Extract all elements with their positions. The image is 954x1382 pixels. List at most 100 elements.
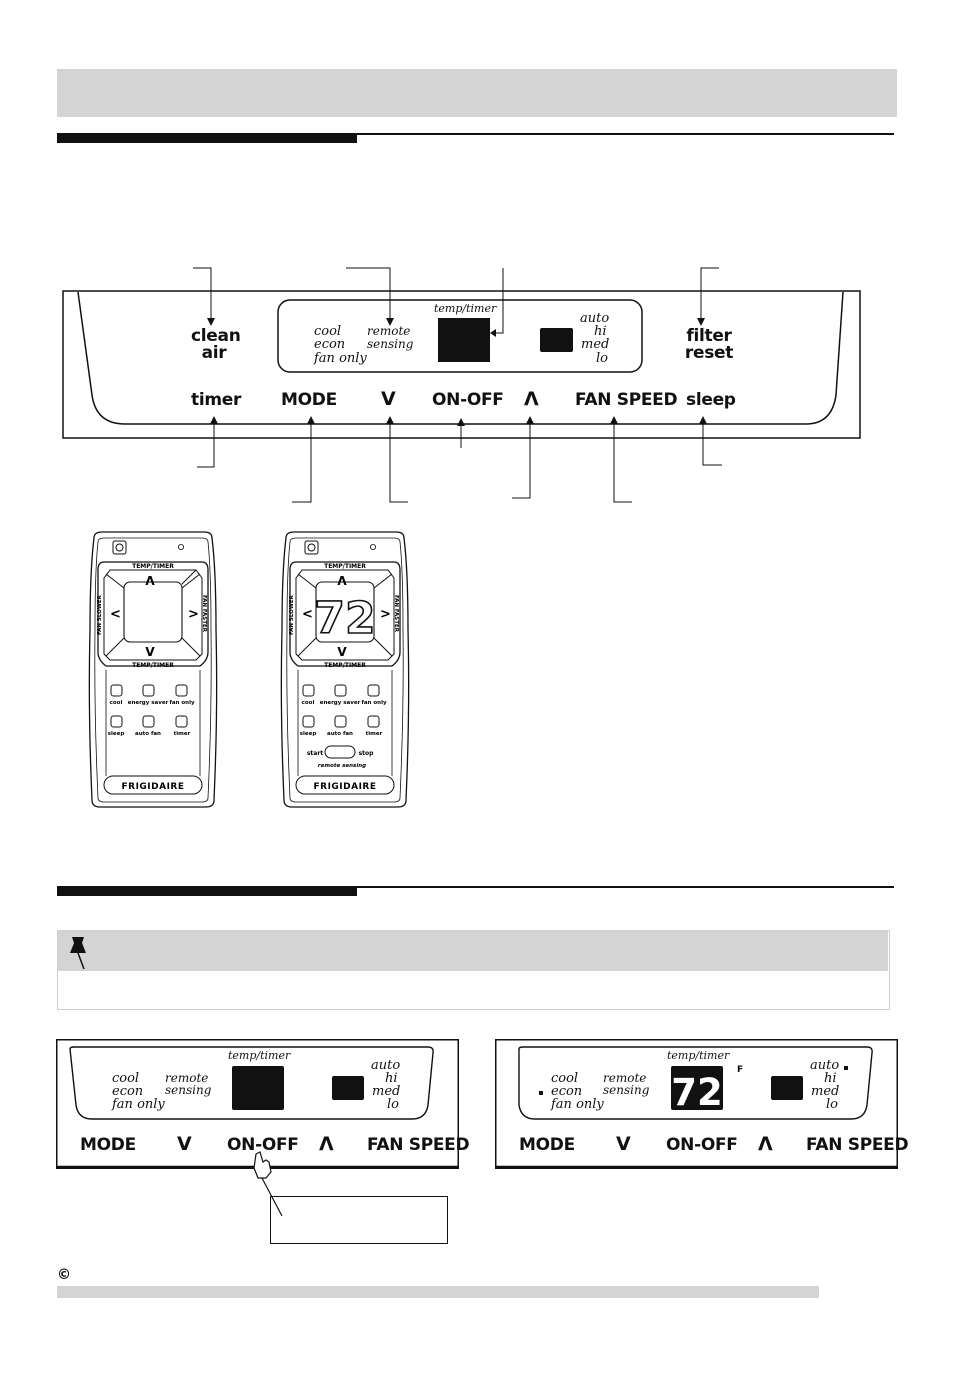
on-off-button[interactable]: ON-OFF (432, 390, 504, 410)
off-temp-timer: temp/timer (228, 1049, 291, 1062)
mode-cool: cool (314, 324, 342, 339)
filter-reset-label: filter reset (684, 326, 734, 363)
remote2-cool-button[interactable]: cool (302, 700, 315, 706)
off-mode-cool: cool (112, 1071, 140, 1086)
panel-off-drawing (56, 1039, 459, 1169)
on-fan-speed-button[interactable]: FAN SPEED (806, 1135, 909, 1155)
panel-off: temp/timer cool econ fan only remote sen… (56, 1039, 470, 1169)
off-fan-hi: hi (385, 1071, 398, 1086)
clean-air-label: clean air (191, 326, 241, 363)
remote-start-label: start (307, 750, 323, 757)
remote2-energy-saver-button[interactable]: energy saver (320, 700, 361, 706)
sleep-button[interactable]: sleep (686, 390, 736, 410)
on-temp-display: 72 (671, 1071, 723, 1114)
remote-timer-button[interactable]: timer (174, 731, 191, 737)
remote2-fan-only-button[interactable]: fan only (361, 700, 387, 706)
fan-med: med (581, 337, 610, 352)
remote-sensing-caption: remote sensing (318, 763, 366, 769)
on-temp-timer: temp/timer (667, 1049, 730, 1062)
remote-auto-fan-button[interactable]: auto fan (135, 731, 161, 737)
temp-timer-label: temp/timer (434, 302, 497, 315)
panel-on-drawing: 72 (495, 1039, 898, 1169)
off-fan-med: med (372, 1084, 401, 1099)
off-fan-lo: lo (387, 1097, 399, 1112)
remote-basic: TEMP/TIMER TEMP/TIMER Λ V < > FAN SLOWER… (86, 530, 220, 810)
remote-cool-button[interactable]: cool (110, 700, 123, 706)
on-down-button[interactable]: V (616, 1133, 631, 1155)
remote2-down-arrow[interactable]: V (337, 645, 347, 659)
remote2-timer-button[interactable]: timer (366, 731, 383, 737)
pushpin-icon (70, 937, 86, 970)
on-mode-fan-only: fan only (551, 1097, 604, 1112)
remote-temp-timer-bottom: TEMP/TIMER (132, 662, 174, 669)
remote-sensing-drawing: 72 TEMP/TIMER TEMP/TIMER Λ V < > FAN SLO… (280, 531, 410, 808)
remote-down-arrow[interactable]: V (145, 645, 155, 659)
on-unit-f: F (737, 1065, 743, 1075)
timer-button[interactable]: timer (191, 390, 242, 410)
mode-button[interactable]: MODE (281, 390, 337, 410)
on-fan-auto: auto (810, 1058, 840, 1073)
off-remote-sensing: remote sensing (165, 1071, 212, 1097)
callout-box (270, 1196, 448, 1244)
control-panel-drawing (62, 267, 861, 503)
temp-up-button[interactable]: Λ (524, 388, 539, 410)
remote-sensing: 72 TEMP/TIMER TEMP/TIMER Λ V < > FAN SLO… (278, 530, 412, 810)
fan-auto: auto (580, 311, 610, 326)
mode-econ: econ (314, 337, 346, 352)
fan-lo: lo (596, 351, 608, 366)
mode-fan-only: fan only (314, 351, 367, 366)
remote-fan-faster: FAN FASTER (201, 595, 207, 633)
off-up-button[interactable]: Λ (319, 1133, 334, 1155)
temp-down-button[interactable]: V (381, 388, 396, 410)
remote2-right-arrow[interactable]: > (380, 607, 391, 622)
off-mode-fan-only: fan only (112, 1097, 165, 1112)
remote2-fan-slower: FAN SLOWER (289, 594, 295, 635)
section-rule-thick (57, 135, 357, 143)
remote2-brand-logo: FRIGIDAIRE (313, 782, 376, 792)
panel-on: 72 temp/timer F cool econ fan only remot… (495, 1039, 909, 1169)
remote2-auto-fan-button[interactable]: auto fan (327, 731, 353, 737)
remote2-left-arrow[interactable]: < (302, 607, 313, 622)
remote2-temp-timer-bottom: TEMP/TIMER (324, 662, 366, 669)
on-on-off-button[interactable]: ON-OFF (666, 1135, 738, 1155)
remote-basic-drawing: TEMP/TIMER TEMP/TIMER Λ V < > FAN SLOWER… (88, 531, 218, 808)
on-fan-med: med (811, 1084, 840, 1099)
remote-fan-only-button[interactable]: fan only (169, 700, 195, 706)
footer-band (57, 1286, 819, 1298)
off-fan-auto: auto (371, 1058, 401, 1073)
copyright-symbol: © (57, 1267, 71, 1283)
fan-speed-button[interactable]: FAN SPEED (575, 390, 678, 410)
remote-fan-slower: FAN SLOWER (97, 594, 103, 635)
remote-stop-label: stop (359, 750, 375, 757)
off-on-off-button[interactable]: ON-OFF (227, 1135, 299, 1155)
section-rule-2 (57, 886, 894, 888)
remote-sleep-button[interactable]: sleep (108, 731, 125, 737)
note-box (57, 930, 890, 1010)
on-mode-button[interactable]: MODE (519, 1135, 575, 1155)
fan-hi: hi (594, 324, 607, 339)
remote2-temp-timer-top: TEMP/TIMER (324, 563, 366, 570)
section-rule (57, 133, 894, 135)
off-down-button[interactable]: V (177, 1133, 192, 1155)
remote-sensing-toggle[interactable] (324, 745, 356, 759)
remote2-fan-faster: FAN FASTER (393, 595, 399, 633)
on-up-button[interactable]: Λ (758, 1133, 773, 1155)
on-mode-econ: econ (551, 1084, 583, 1099)
remote-energy-saver-button[interactable]: energy saver (128, 700, 169, 706)
section-rule-2-thick (57, 888, 357, 896)
note-header (58, 931, 888, 971)
remote2-sleep-button[interactable]: sleep (300, 731, 317, 737)
remote2-up-arrow[interactable]: Λ (337, 574, 347, 588)
off-mode-econ: econ (112, 1084, 144, 1099)
remote-sensing-label: remote sensing (367, 324, 414, 351)
off-fan-speed-button[interactable]: FAN SPEED (367, 1135, 470, 1155)
remote-brand-logo: FRIGIDAIRE (121, 782, 184, 792)
on-fan-lo: lo (826, 1097, 838, 1112)
remote-left-arrow[interactable]: < (110, 607, 121, 622)
control-panel: clean air filter reset cool econ fan onl… (0, 0, 954, 520)
remote-up-arrow[interactable]: Λ (145, 574, 155, 588)
on-mode-cool: cool (551, 1071, 579, 1086)
header-band (57, 69, 897, 117)
off-mode-button[interactable]: MODE (80, 1135, 136, 1155)
remote-right-arrow[interactable]: > (188, 607, 199, 622)
